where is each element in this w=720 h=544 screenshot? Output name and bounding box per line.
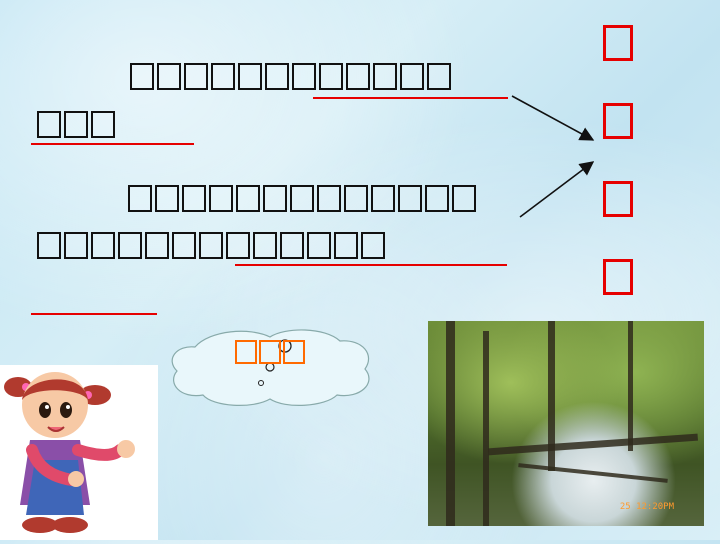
answer-underline — [313, 97, 508, 99]
forest-photo: 25 12:20PM — [428, 321, 704, 526]
cloud-glyph — [259, 340, 281, 364]
answer-glyph — [603, 259, 633, 295]
paragraph2-line1 — [128, 185, 476, 212]
text-glyph — [334, 232, 358, 259]
cartoon-girl-illustration — [0, 365, 158, 540]
cloud-glyph — [283, 340, 305, 364]
arrow-upper — [511, 95, 595, 141]
girl-icon — [4, 372, 135, 533]
text-glyph — [91, 232, 115, 259]
text-glyph — [91, 111, 115, 138]
text-glyph — [209, 185, 233, 212]
paragraph1-line2 — [37, 111, 115, 138]
text-glyph — [64, 111, 88, 138]
text-glyph — [280, 232, 304, 259]
text-glyph — [182, 185, 206, 212]
text-glyph — [344, 185, 368, 212]
text-glyph — [199, 232, 223, 259]
text-glyph — [319, 63, 343, 90]
text-glyph — [346, 63, 370, 90]
text-glyph — [37, 232, 61, 259]
answer-glyph — [603, 25, 633, 61]
text-glyph — [373, 63, 397, 90]
text-glyph — [361, 232, 385, 259]
text-glyph — [226, 232, 250, 259]
text-glyph — [157, 63, 181, 90]
text-glyph — [172, 232, 196, 259]
text-glyph — [211, 63, 235, 90]
photo-timestamp: 25 12:20PM — [619, 502, 674, 512]
answer-glyph — [603, 103, 633, 139]
answer-underline — [235, 264, 507, 266]
text-glyph — [118, 232, 142, 259]
text-glyph — [236, 185, 260, 212]
answer-underline — [31, 143, 194, 145]
text-glyph — [290, 185, 314, 212]
text-glyph — [292, 63, 316, 90]
text-glyph — [427, 63, 451, 90]
paragraph2-line2 — [37, 232, 385, 259]
text-glyph — [265, 63, 289, 90]
text-glyph — [64, 232, 88, 259]
thought-cloud — [171, 329, 370, 406]
text-glyph — [317, 185, 341, 212]
text-glyph — [37, 111, 61, 138]
text-glyph — [184, 63, 208, 90]
text-glyph — [155, 185, 179, 212]
text-glyph — [452, 185, 476, 212]
text-glyph — [307, 232, 331, 259]
text-glyph — [253, 232, 277, 259]
text-glyph — [400, 63, 424, 90]
text-glyph — [238, 63, 262, 90]
text-glyph — [145, 232, 169, 259]
text-glyph — [425, 185, 449, 212]
arrow-lower — [519, 161, 595, 218]
answer-underline — [31, 313, 157, 315]
paragraph1-line1 — [130, 63, 451, 90]
text-glyph — [371, 185, 395, 212]
cloud-label — [235, 340, 305, 364]
text-glyph — [128, 185, 152, 212]
text-glyph — [398, 185, 422, 212]
text-glyph — [263, 185, 287, 212]
cloud-glyph — [235, 340, 257, 364]
text-glyph — [130, 63, 154, 90]
answer-glyph — [603, 181, 633, 217]
